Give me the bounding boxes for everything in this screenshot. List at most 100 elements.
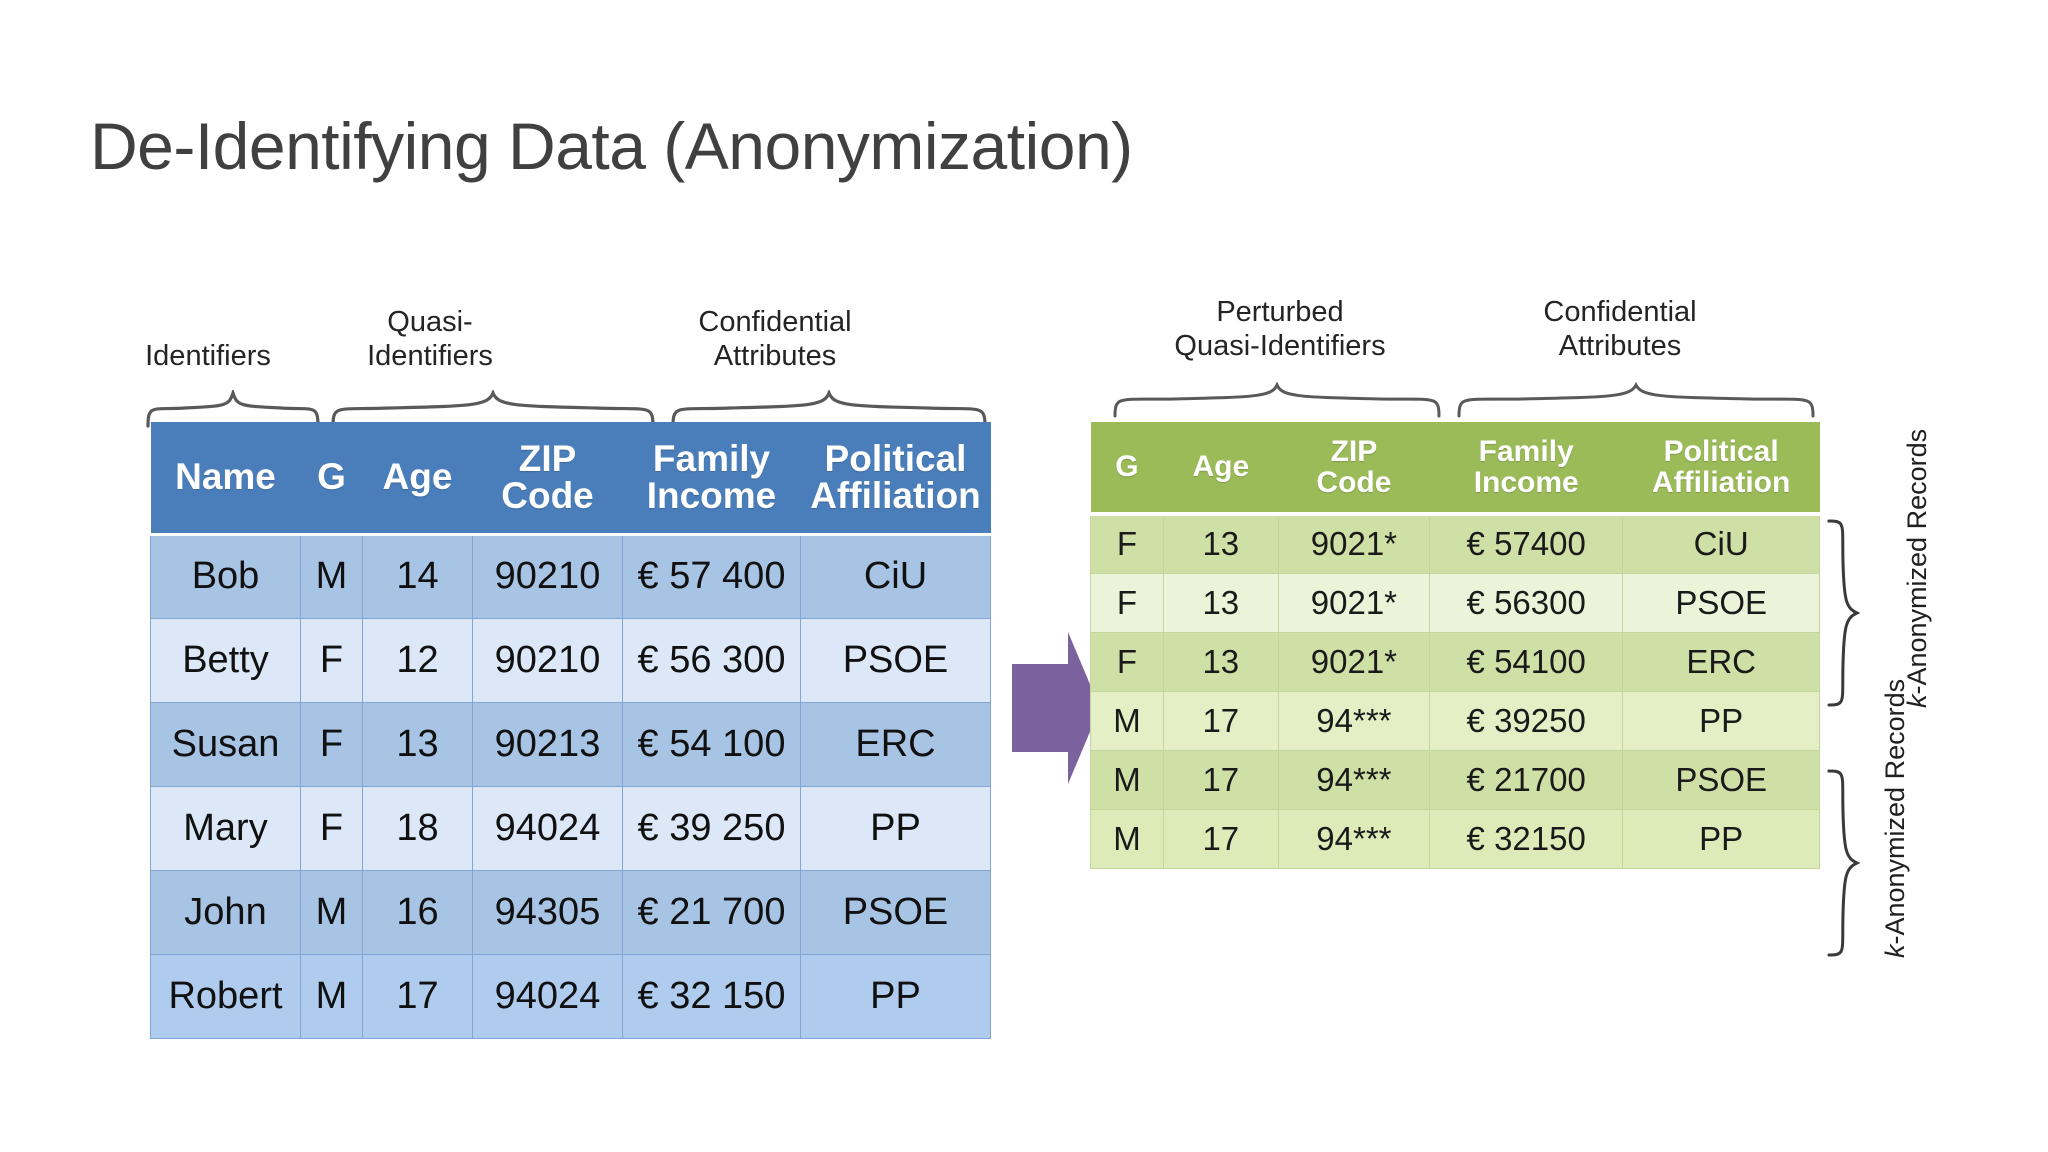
caption-identifiers-line1: Identifiers — [145, 340, 271, 372]
caption-confidential-attributes-anon: Confidential Attributes — [1490, 296, 1750, 363]
cell-gender: F — [300, 617, 363, 703]
k-italic-2: k — [1880, 944, 1910, 959]
cell-gender: M — [1090, 690, 1164, 751]
cell-age: 18 — [362, 785, 473, 871]
cell-name: Betty — [150, 617, 301, 703]
caption-confidential-anon-line1: Confidential — [1543, 296, 1697, 328]
table-row[interactable]: John M 16 94305 € 21 700 PSOE — [150, 869, 991, 955]
cell-zip: 94024 — [472, 953, 623, 1039]
cell-name: Mary — [150, 785, 301, 871]
table-row[interactable]: Robert M 17 94024 € 32 150 PP — [150, 953, 991, 1039]
k-suffix-2: -Anonymized Records — [1880, 678, 1910, 945]
transformation-arrow — [1012, 632, 1100, 784]
cell-income: € 56 300 — [622, 617, 801, 703]
cell-party: CiU — [1622, 513, 1820, 574]
caption-quasi-identifiers: Quasi- Identifiers — [330, 306, 530, 373]
bottom-spacer — [0, 1090, 770, 1152]
cell-income: € 39250 — [1429, 690, 1624, 751]
table-row[interactable]: F 13 9021* € 54100 ERC — [1090, 631, 1820, 692]
cell-zip: 94305 — [472, 869, 623, 955]
table-row[interactable]: Mary F 18 94024 € 39 250 PP — [150, 785, 991, 871]
cell-zip: 9021* — [1277, 513, 1431, 574]
cell-party: PP — [1622, 808, 1820, 869]
cell-zip: 94*** — [1277, 690, 1431, 751]
caption-perturbed-line1: Perturbed — [1216, 296, 1344, 328]
table-row[interactable]: Bob M 14 90210 € 57 400 CiU — [150, 533, 991, 619]
cell-gender: F — [1090, 572, 1164, 633]
cell-party: PP — [1622, 690, 1820, 751]
cell-age: 17 — [362, 953, 473, 1039]
cell-name: John — [150, 869, 301, 955]
table-row[interactable]: M 17 94*** € 32150 PP — [1090, 808, 1820, 869]
page-title: De-Identifying Data (Anonymization) — [90, 109, 1133, 183]
table-row[interactable]: F 13 9021* € 57400 CiU — [1090, 513, 1820, 574]
cell-income: € 21700 — [1429, 749, 1624, 810]
cell-age: 16 — [362, 869, 473, 955]
cell-gender: F — [300, 785, 363, 871]
cell-age: 17 — [1162, 690, 1279, 751]
cell-age: 13 — [1162, 572, 1279, 633]
table-row[interactable]: M 17 94*** € 39250 PP — [1090, 690, 1820, 751]
brace-quasi-identifiers — [331, 390, 655, 428]
cell-party: PSOE — [1622, 749, 1820, 810]
caption-perturbed-line2: Quasi-Identifiers — [1174, 329, 1386, 362]
cell-party: ERC — [800, 701, 991, 787]
brace-confidential-attributes-anon — [1457, 382, 1815, 418]
col-header-name[interactable]: Name — [150, 422, 301, 534]
cell-gender: F — [300, 701, 363, 787]
cell-age: 13 — [1162, 513, 1279, 574]
cell-age: 12 — [362, 617, 473, 703]
table-row[interactable]: F 13 9021* € 56300 PSOE — [1090, 572, 1820, 633]
cell-gender: F — [1090, 631, 1164, 692]
k-anonymized-records-label-2: k-Anonymized Records — [1880, 679, 1912, 959]
cell-age: 13 — [362, 701, 473, 787]
brace-perturbed-quasi-identifiers — [1113, 382, 1441, 418]
brace-k-anon-group-1 — [1827, 519, 1860, 707]
cell-income: € 57 400 — [622, 533, 801, 619]
col-header-age-anon[interactable]: Age — [1163, 422, 1279, 514]
col-header-age[interactable]: Age — [362, 422, 473, 534]
caption-confidential-line2: Attributes — [713, 339, 837, 372]
brace-confidential-attributes — [671, 390, 987, 428]
cell-age: 17 — [1162, 749, 1279, 810]
col-header-gender-anon[interactable]: G — [1090, 422, 1164, 514]
cell-party: CiU — [800, 533, 991, 619]
table-row[interactable]: Susan F 13 90213 € 54 100 ERC — [150, 701, 991, 787]
cell-gender: M — [300, 953, 363, 1039]
anon-table-body: F 13 9021* € 57400 CiU F 13 9021* € 5630… — [1090, 513, 1820, 869]
caption-perturbed-quasi-identifiers: Perturbed Quasi-Identifiers — [1115, 296, 1445, 363]
caption-quasi-line1: Quasi- — [387, 306, 473, 338]
caption-confidential-attributes: Confidential Attributes — [650, 306, 900, 373]
cell-name: Robert — [150, 953, 301, 1039]
original-table-body: Bob M 14 90210 € 57 400 CiU Betty F 12 9… — [150, 533, 991, 1039]
caption-quasi-line2: Identifiers — [367, 339, 493, 372]
col-header-gender[interactable]: G — [300, 422, 363, 534]
cell-age: 14 — [362, 533, 473, 619]
cell-party: PP — [800, 953, 991, 1039]
cell-party: ERC — [1622, 631, 1820, 692]
cell-income: € 56300 — [1429, 572, 1624, 633]
cell-income: € 32 150 — [622, 953, 801, 1039]
table-row[interactable]: M 17 94*** € 21700 PSOE — [1090, 749, 1820, 810]
cell-gender: M — [1090, 749, 1164, 810]
cell-gender: M — [1090, 808, 1164, 869]
caption-confidential-anon-line2: Attributes — [1558, 329, 1682, 362]
cell-gender: M — [300, 533, 363, 619]
cell-age: 17 — [1162, 808, 1279, 869]
cell-zip: 94*** — [1277, 749, 1431, 810]
cell-name: Bob — [150, 533, 301, 619]
table-row[interactable]: Betty F 12 90210 € 56 300 PSOE — [150, 617, 991, 703]
